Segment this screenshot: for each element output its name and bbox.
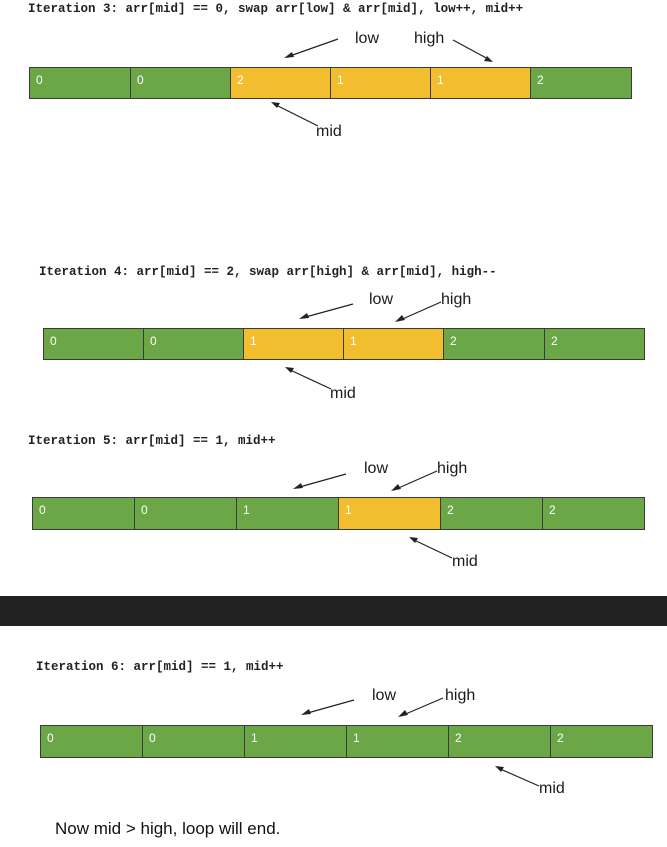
mid-arrowhead — [409, 537, 418, 543]
high-arrowhead — [484, 56, 493, 62]
low-arrow — [295, 473, 347, 489]
high-arrow — [400, 697, 444, 717]
array-cell: 2 — [448, 725, 551, 758]
iteration-6-caption: Iteration 6: arr[mid] == 1, mid++ — [36, 660, 284, 674]
high-arrowhead — [391, 484, 401, 491]
low-arrowhead — [284, 52, 294, 58]
iteration-5-low-label: low — [364, 460, 389, 477]
iteration-5-high-label: high — [437, 460, 468, 477]
array-cell: 2 — [530, 67, 632, 99]
mid-arrow — [287, 368, 332, 390]
array-cell: 2 — [542, 497, 645, 530]
low-arrowhead — [301, 709, 311, 715]
mid-arrowhead — [285, 367, 294, 373]
array-cell: 1 — [236, 497, 339, 530]
iteration-6-high-label: high — [445, 687, 476, 704]
low-arrow — [303, 699, 355, 715]
conclusion-text: Now mid > high, loop will end. — [55, 819, 281, 838]
array-cell: 0 — [134, 497, 237, 530]
high-arrowhead — [395, 315, 405, 322]
array-cell: 2 — [443, 328, 545, 360]
high-arrow — [397, 301, 442, 322]
array-cell: 1 — [346, 725, 449, 758]
upper-panel — [0, 0, 667, 596]
low-arrow — [301, 303, 354, 319]
array-cell: 0 — [29, 67, 131, 99]
iteration-6-low-label: low — [372, 687, 397, 704]
iteration-3-high-label: high — [414, 30, 445, 47]
array-cell: 2 — [544, 328, 645, 360]
low-arrowhead — [293, 483, 303, 489]
array-cell: 2 — [230, 67, 331, 99]
array-cell: 1 — [243, 328, 344, 360]
array-cell: 0 — [142, 725, 245, 758]
array-cell: 2 — [440, 497, 543, 530]
iteration-5-caption: Iteration 5: arr[mid] == 1, mid++ — [28, 434, 276, 448]
array-cell: 0 — [143, 328, 244, 360]
iteration-4-mid-label: mid — [330, 385, 356, 402]
iteration-4-high-label: high — [441, 291, 472, 308]
panel-divider — [0, 596, 667, 626]
array-cell: 1 — [330, 67, 431, 99]
array-cell: 0 — [32, 497, 135, 530]
iteration-5-mid-label: mid — [452, 553, 478, 570]
high-arrowhead — [398, 710, 408, 717]
iteration-3-low-label: low — [355, 30, 380, 47]
mid-arrow — [497, 767, 540, 787]
array-cell: 1 — [338, 497, 441, 530]
iteration-3-mid-label: mid — [316, 123, 342, 140]
mid-arrowhead — [495, 766, 504, 772]
array-cell: 0 — [40, 725, 143, 758]
array-cell: 0 — [43, 328, 144, 360]
low-arrowhead — [299, 313, 309, 319]
mid-arrow — [411, 538, 453, 559]
high-arrow — [452, 39, 491, 61]
array-cell: 1 — [244, 725, 347, 758]
mid-arrowhead — [271, 102, 280, 108]
mid-arrow — [273, 103, 319, 127]
iteration-3-caption: Iteration 3: arr[mid] == 0, swap arr[low… — [28, 2, 524, 16]
iteration-6-mid-label: mid — [539, 780, 565, 797]
high-arrow — [393, 470, 438, 491]
iteration-4-caption: Iteration 4: arr[mid] == 2, swap arr[hig… — [39, 265, 497, 279]
array-cell: 1 — [343, 328, 444, 360]
iteration-4-low-label: low — [369, 291, 394, 308]
array-cell: 2 — [550, 725, 653, 758]
low-arrow — [286, 38, 339, 58]
array-cell: 0 — [130, 67, 231, 99]
